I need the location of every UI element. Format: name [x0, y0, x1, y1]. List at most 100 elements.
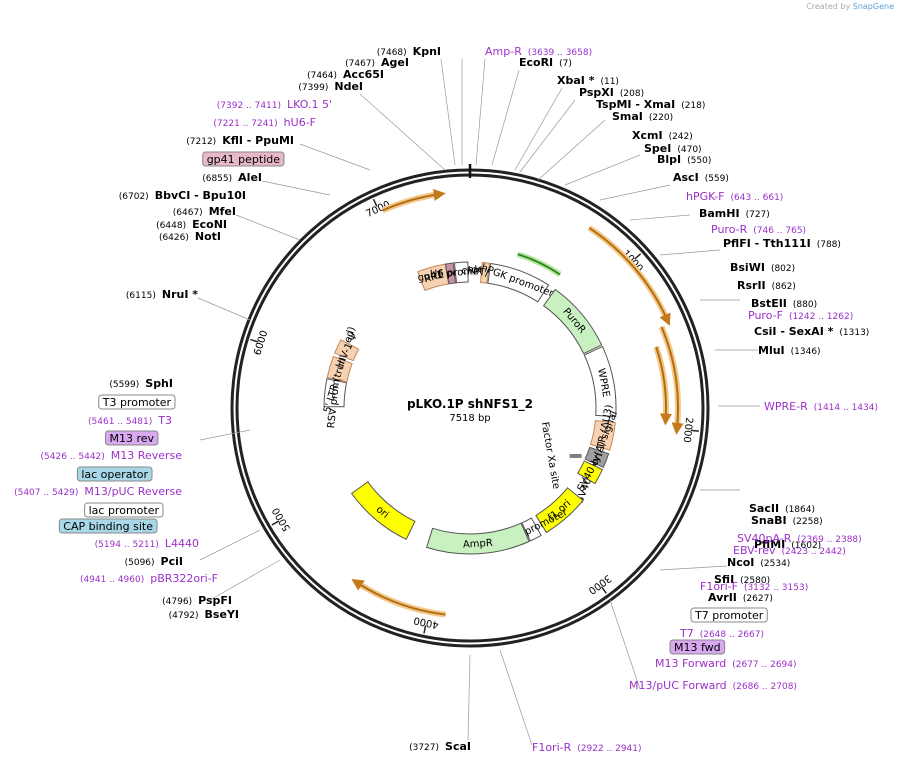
leader-line — [199, 429, 251, 441]
site-label-pflfi-tth111i[interactable]: PflFI - Tth111I(788) — [723, 237, 841, 250]
svg-text:(2580): (2580) — [740, 576, 770, 586]
site-label-xcmi[interactable]: XcmI(242) — [632, 129, 693, 142]
site-label-m13-fwd[interactable]: M13 fwd — [669, 639, 726, 655]
site-label-avrii[interactable]: AvrII(2627) — [708, 591, 773, 604]
site-label-alei[interactable]: AleI(6855) — [202, 171, 262, 184]
site-label-bsiwi[interactable]: BsiWI(802) — [730, 261, 795, 274]
feature-ori — [350, 481, 416, 540]
site-label-m13-forward[interactable]: M13 Forward(2677 .. 2694) — [655, 657, 797, 670]
svg-text:KpnI: KpnI — [413, 45, 441, 58]
site-label-t3[interactable]: T3(5461 .. 5481) — [88, 414, 172, 427]
site-label-amp-r[interactable]: Amp-R(3639 .. 3658) — [485, 45, 592, 58]
site-label-asci[interactable]: AscI(559) — [673, 171, 729, 184]
site-label-t3-promoter[interactable]: T3 promoter — [98, 394, 176, 410]
site-label-csii-sexai-[interactable]: CsiI - SexAI *(1313) — [754, 325, 869, 338]
svg-text:(4796): (4796) — [162, 597, 192, 607]
site-label-mlui[interactable]: MluI(1346) — [758, 344, 821, 357]
site-label-blpi[interactable]: BlpI(550) — [657, 153, 711, 166]
site-label-ecori[interactable]: EcoRI(7) — [519, 56, 572, 69]
leader-line — [261, 180, 331, 196]
primer-arc — [655, 346, 673, 426]
site-label-pcii[interactable]: PciI(5096) — [125, 555, 183, 568]
site-label-ebv-rev[interactable]: EBV-rev(2423 .. 2442) — [733, 544, 846, 557]
site-label-l4440[interactable]: L4440(5194 .. 5211) — [95, 537, 199, 550]
svg-text:SacII: SacII — [749, 502, 779, 515]
site-label-pspxi[interactable]: PspXI(208) — [579, 86, 644, 99]
site-label-puro-f[interactable]: Puro-F(1242 .. 1262) — [748, 309, 853, 322]
site-label-noti[interactable]: NotI(6426) — [159, 230, 221, 243]
svg-text:(7468): (7468) — [377, 48, 407, 58]
svg-text:(2677 .. 2694): (2677 .. 2694) — [732, 660, 796, 670]
feature-label: AmpR — [463, 538, 494, 551]
site-label-lko-1-5-[interactable]: LKO.1 5'(7392 .. 7411) — [217, 98, 332, 111]
site-label-snabi[interactable]: SnaBI(2258) — [751, 514, 823, 527]
site-label-bamhi[interactable]: BamHI(727) — [699, 207, 770, 220]
site-label-hpgk-f[interactable]: hPGK-F(643 .. 661) — [686, 190, 783, 203]
site-label-f1ori-r[interactable]: F1ori-R(2922 .. 2941) — [532, 741, 642, 754]
feature-label: WPRE — [595, 367, 611, 398]
site-label-smai[interactable]: SmaI(220) — [612, 110, 673, 123]
site-label-hu6-f[interactable]: hU6-F(7221 .. 7241) — [213, 116, 316, 129]
site-label-t7-promoter[interactable]: T7 promoter — [690, 607, 768, 623]
site-label-pspfi[interactable]: PspFI(4796) — [162, 594, 232, 607]
site-label-puro-r[interactable]: Puro-R(746 .. 765) — [711, 223, 806, 236]
ring-tick — [372, 198, 378, 207]
feature-hpgk-promoter — [487, 262, 550, 303]
svg-text:(2534): (2534) — [760, 559, 790, 569]
site-label-ndei[interactable]: NdeI(7399) — [298, 80, 363, 93]
site-label-lac-operator[interactable]: lac operator — [76, 466, 153, 482]
svg-text:(862): (862) — [772, 282, 796, 292]
label-leaders — [197, 58, 760, 746]
credit-brand: SnapGene — [852, 2, 894, 11]
site-label-xbai-[interactable]: XbaI *(11) — [557, 74, 619, 87]
site-label-mfei[interactable]: MfeI (6467) — [173, 205, 236, 218]
svg-text:(2423 .. 2442): (2423 .. 2442) — [782, 547, 846, 557]
site-label-nrui-[interactable]: NruI *(6115) — [126, 288, 198, 301]
site-label-lac-promoter[interactable]: lac promoter — [84, 502, 164, 518]
leader-line — [659, 565, 728, 571]
ring-tick-label: 3000 — [586, 572, 613, 596]
site-label-scai[interactable]: ScaI(3727) — [409, 740, 471, 753]
site-label-sphi[interactable]: SphI(5599) — [109, 377, 173, 390]
svg-text:gp41 peptide: gp41 peptide — [207, 153, 281, 166]
svg-text:(208): (208) — [620, 89, 644, 99]
site-label-bsteii[interactable]: BstEII(880) — [751, 297, 817, 310]
leader-line — [599, 184, 671, 201]
site-label-sv40pa-r[interactable]: SV40pA-R(2369 .. 2388) — [737, 532, 862, 545]
svg-text:(6467): (6467) — [173, 208, 203, 218]
site-label-m13-puc-forward[interactable]: M13/pUC Forward(2686 .. 2708) — [629, 679, 797, 692]
svg-text:(7467): (7467) — [345, 59, 375, 69]
svg-text:T7 promoter: T7 promoter — [694, 609, 764, 622]
svg-text:MfeI: MfeI — [209, 205, 236, 218]
svg-text:PciI: PciI — [161, 555, 183, 568]
site-label-ncoi[interactable]: NcoI(2534) — [727, 556, 790, 569]
site-label-spei[interactable]: SpeI(470) — [644, 142, 702, 155]
site-label-tspmi-xmai[interactable]: TspMI - XmaI(218) — [596, 98, 705, 111]
site-label-m13-reverse[interactable]: M13 Reverse(5426 .. 5442) — [41, 449, 183, 462]
site-label-bseyi[interactable]: BseYI(4792) — [169, 608, 239, 621]
site-label-gp41-peptide[interactable]: gp41 peptide — [202, 151, 285, 167]
svg-text:(242): (242) — [669, 132, 693, 142]
site-label-cap-binding-site[interactable]: CAP binding site — [58, 518, 158, 534]
site-label-acc65i[interactable]: Acc65I(7464) — [307, 68, 384, 81]
site-label-agei[interactable]: AgeI(7467) — [345, 56, 409, 69]
site-label-pbr322ori-f[interactable]: pBR322ori-F(4941 .. 4960) — [80, 572, 218, 585]
site-label-kfli-ppumi[interactable]: KflI - PpuMI(7212) — [186, 134, 294, 147]
site-label-t7[interactable]: T7(2648 .. 2667) — [679, 627, 764, 640]
site-label-sacii[interactable]: SacII(1864) — [749, 502, 815, 515]
svg-text:(2922 .. 2941): (2922 .. 2941) — [577, 744, 641, 754]
svg-text:ScaI: ScaI — [445, 740, 471, 753]
svg-text:(220): (220) — [649, 113, 673, 123]
site-label-econi[interactable]: EcoNI(6448) — [156, 218, 227, 231]
site-label-sfii[interactable]: SfiI(2580) — [714, 573, 770, 586]
site-label-wpre-r[interactable]: WPRE-R(1414 .. 1434) — [764, 400, 878, 413]
site-label-pflmi[interactable]: PflMI(1602) — [754, 538, 821, 551]
site-label-m13-rev[interactable]: M13 rev — [104, 430, 159, 446]
feature-label: U6 promoter — [430, 265, 495, 280]
site-label-bbvci-bpu10i[interactable]: BbvCI - Bpu10I(6702) — [119, 189, 246, 202]
site-label-rsrii[interactable]: RsrII(862) — [737, 279, 796, 292]
site-label-kpni[interactable]: KpnI (7468) — [377, 45, 441, 58]
feature-puror — [542, 288, 603, 355]
site-label-m13-puc-reverse[interactable]: M13/pUC Reverse(5407 .. 5429) — [14, 485, 182, 498]
site-label-f1ori-f[interactable]: F1ori-F(3132 .. 3153) — [700, 580, 808, 593]
